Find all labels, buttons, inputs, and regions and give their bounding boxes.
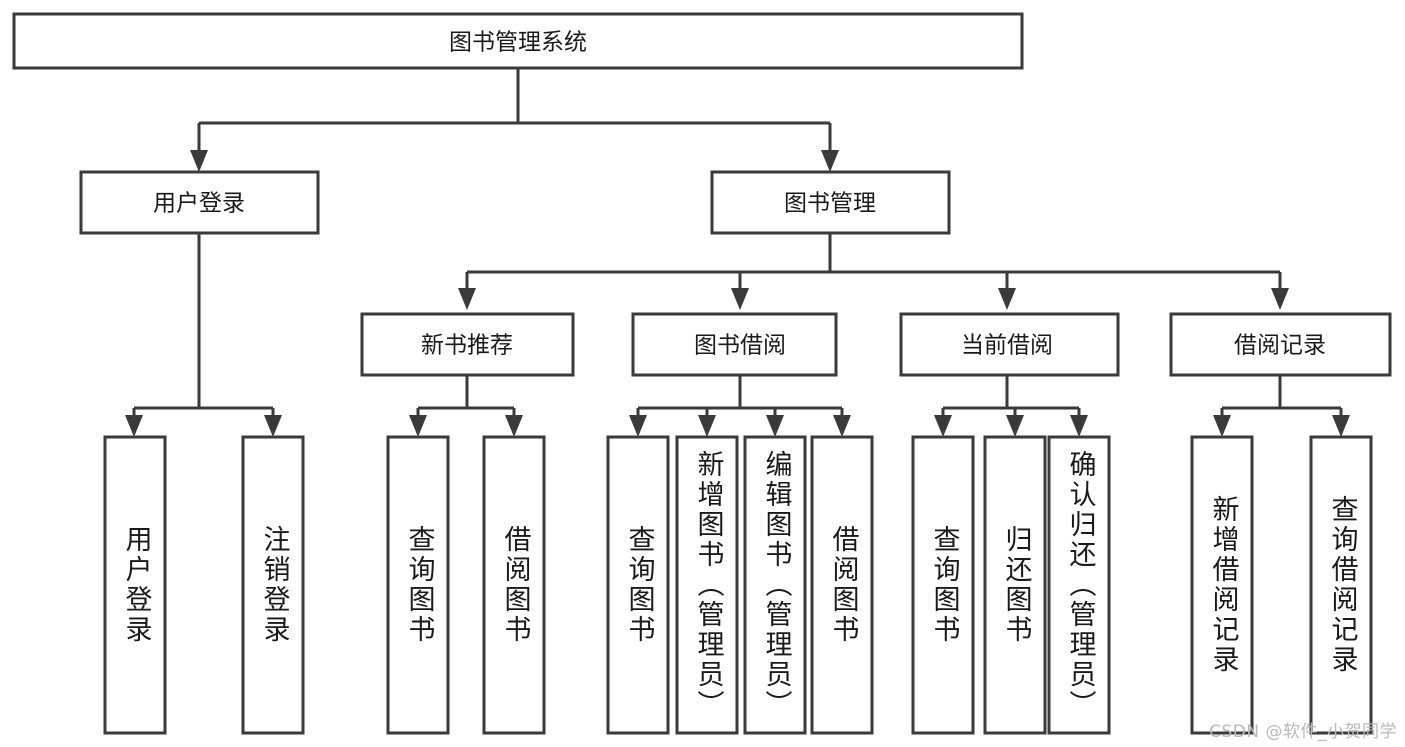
node-user-login-module-box[interactable] [79,170,320,235]
node-leaf-add-borrow-record-label: 新增借阅记录 [1208,495,1240,675]
node-book-borrow-label: 图书借阅 [694,333,786,359]
arrow-head-leaf-confirm-return [1070,415,1088,437]
node-borrow-record[interactable]: 借阅记录 [1169,312,1392,377]
node-current-borrow[interactable]: 当前借阅 [899,312,1120,377]
node-leaf-add-book-admin-label: 新增图书（管理员） [693,450,725,720]
node-leaf-borrow-book-a[interactable]: 借阅图书 [482,435,546,735]
arrow-head-leaf-edit-book [766,415,784,437]
node-leaf-logout-box[interactable] [241,435,305,735]
arrow-head-leaf-borrow-book-a [505,415,523,437]
node-leaf-query-book-a[interactable]: 查询图书 [386,435,450,735]
node-leaf-query-book-a-box[interactable] [386,435,450,735]
node-leaf-add-borrow-record-box[interactable] [1190,435,1254,735]
node-leaf-query-book-c-label: 查询图书 [929,525,961,645]
node-leaf-query-book-b-label: 查询图书 [624,525,656,645]
node-leaf-edit-book-admin-label: 编辑图书（管理员） [761,450,793,720]
node-borrow-record-label: 借阅记录 [1234,333,1326,359]
node-leaf-query-book-b[interactable]: 查询图书 [606,435,670,735]
node-root-box[interactable] [12,12,1024,70]
arrow-head-leaf-borrow-book-b [833,415,851,437]
node-leaf-confirm-return-admin[interactable]: 确认归还（管理员） [1047,435,1111,735]
node-leaf-return-book-label: 归还图书 [1001,525,1033,645]
arrow-head-borrow-record [1271,288,1289,310]
node-leaf-logout[interactable]: 注销登录 [241,435,305,735]
node-new-book-recommend-label: 新书推荐 [421,333,513,359]
node-leaf-user-login[interactable]: 用户登录 [103,435,167,735]
arrow-head-new-book-recommend [458,288,476,310]
node-leaf-borrow-book-b-box[interactable] [810,435,874,735]
node-user-login-module-label: 用户登录 [153,191,245,217]
arrow-head-leaf-user-login [125,415,143,437]
node-current-borrow-box[interactable] [899,312,1120,377]
node-book-borrow-box[interactable] [631,312,838,377]
node-leaf-confirm-return-admin-label: 确认归还（管理员） [1065,450,1097,720]
node-leaf-query-book-c[interactable]: 查询图书 [911,435,975,735]
node-leaf-user-login-box[interactable] [103,435,167,735]
node-leaf-borrow-book-b-label: 借阅图书 [828,525,860,645]
node-leaf-user-login-label: 用户登录 [121,525,153,645]
arrow-head-leaf-logout [264,415,282,437]
arrow-head-leaf-add-record [1213,415,1231,437]
arrow-head-book-borrow [731,288,749,310]
node-new-book-recommend[interactable]: 新书推荐 [360,312,575,377]
node-current-borrow-label: 当前借阅 [961,333,1053,359]
node-borrow-record-box[interactable] [1169,312,1392,377]
arrow-head-leaf-query-book-a [409,415,427,437]
arrow-head-leaf-add-book [698,415,716,437]
node-leaf-edit-book-admin-box[interactable] [743,435,807,735]
node-leaf-edit-book-admin[interactable]: 编辑图书（管理员） [743,435,807,735]
node-leaf-borrow-book-a-label: 借阅图书 [500,525,532,645]
node-leaf-logout-label: 注销登录 [259,525,291,645]
node-new-book-recommend-box[interactable] [360,312,575,377]
arrow-head-leaf-query-book-c [934,415,952,437]
node-root-label: 图书管理系统 [449,30,587,56]
arrow-head-leaf-return-book [1006,415,1024,437]
node-book-manage-module-box[interactable] [710,170,951,235]
node-user-login-module[interactable]: 用户登录 [79,170,320,235]
node-leaf-add-book-admin[interactable]: 新增图书（管理员） [675,435,739,735]
node-leaf-return-book[interactable]: 归还图书 [983,435,1047,735]
node-leaf-borrow-book-a-box[interactable] [482,435,546,735]
node-leaf-return-book-box[interactable] [983,435,1047,735]
node-leaf-query-borrow-record-label: 查询借阅记录 [1327,495,1359,675]
node-book-manage-module-label: 图书管理 [784,191,876,217]
node-leaf-query-book-a-label: 查询图书 [404,525,436,645]
node-root[interactable]: 图书管理系统 [12,12,1024,70]
arrow-head-book-manage [821,150,839,172]
node-leaf-query-book-c-box[interactable] [911,435,975,735]
node-leaf-add-book-admin-box[interactable] [675,435,739,735]
node-leaf-query-borrow-record[interactable]: 查询借阅记录 [1309,435,1373,735]
node-leaf-query-book-b-box[interactable] [606,435,670,735]
node-leaf-add-borrow-record[interactable]: 新增借阅记录 [1190,435,1254,735]
node-book-manage-module[interactable]: 图书管理 [710,170,951,235]
node-leaf-query-borrow-record-box[interactable] [1309,435,1373,735]
arrow-head-leaf-query-book-b [629,415,647,437]
node-book-borrow[interactable]: 图书借阅 [631,312,838,377]
arrow-head-current-borrow [998,288,1016,310]
csdn-watermark: CSDN @软件_小贺同学 [1209,722,1397,742]
arrow-head-user-login [190,150,208,172]
node-leaf-confirm-return-admin-box[interactable] [1047,435,1111,735]
connector-layer [125,68,1350,437]
arrow-head-leaf-query-record [1332,415,1350,437]
node-leaf-borrow-book-b[interactable]: 借阅图书 [810,435,874,735]
